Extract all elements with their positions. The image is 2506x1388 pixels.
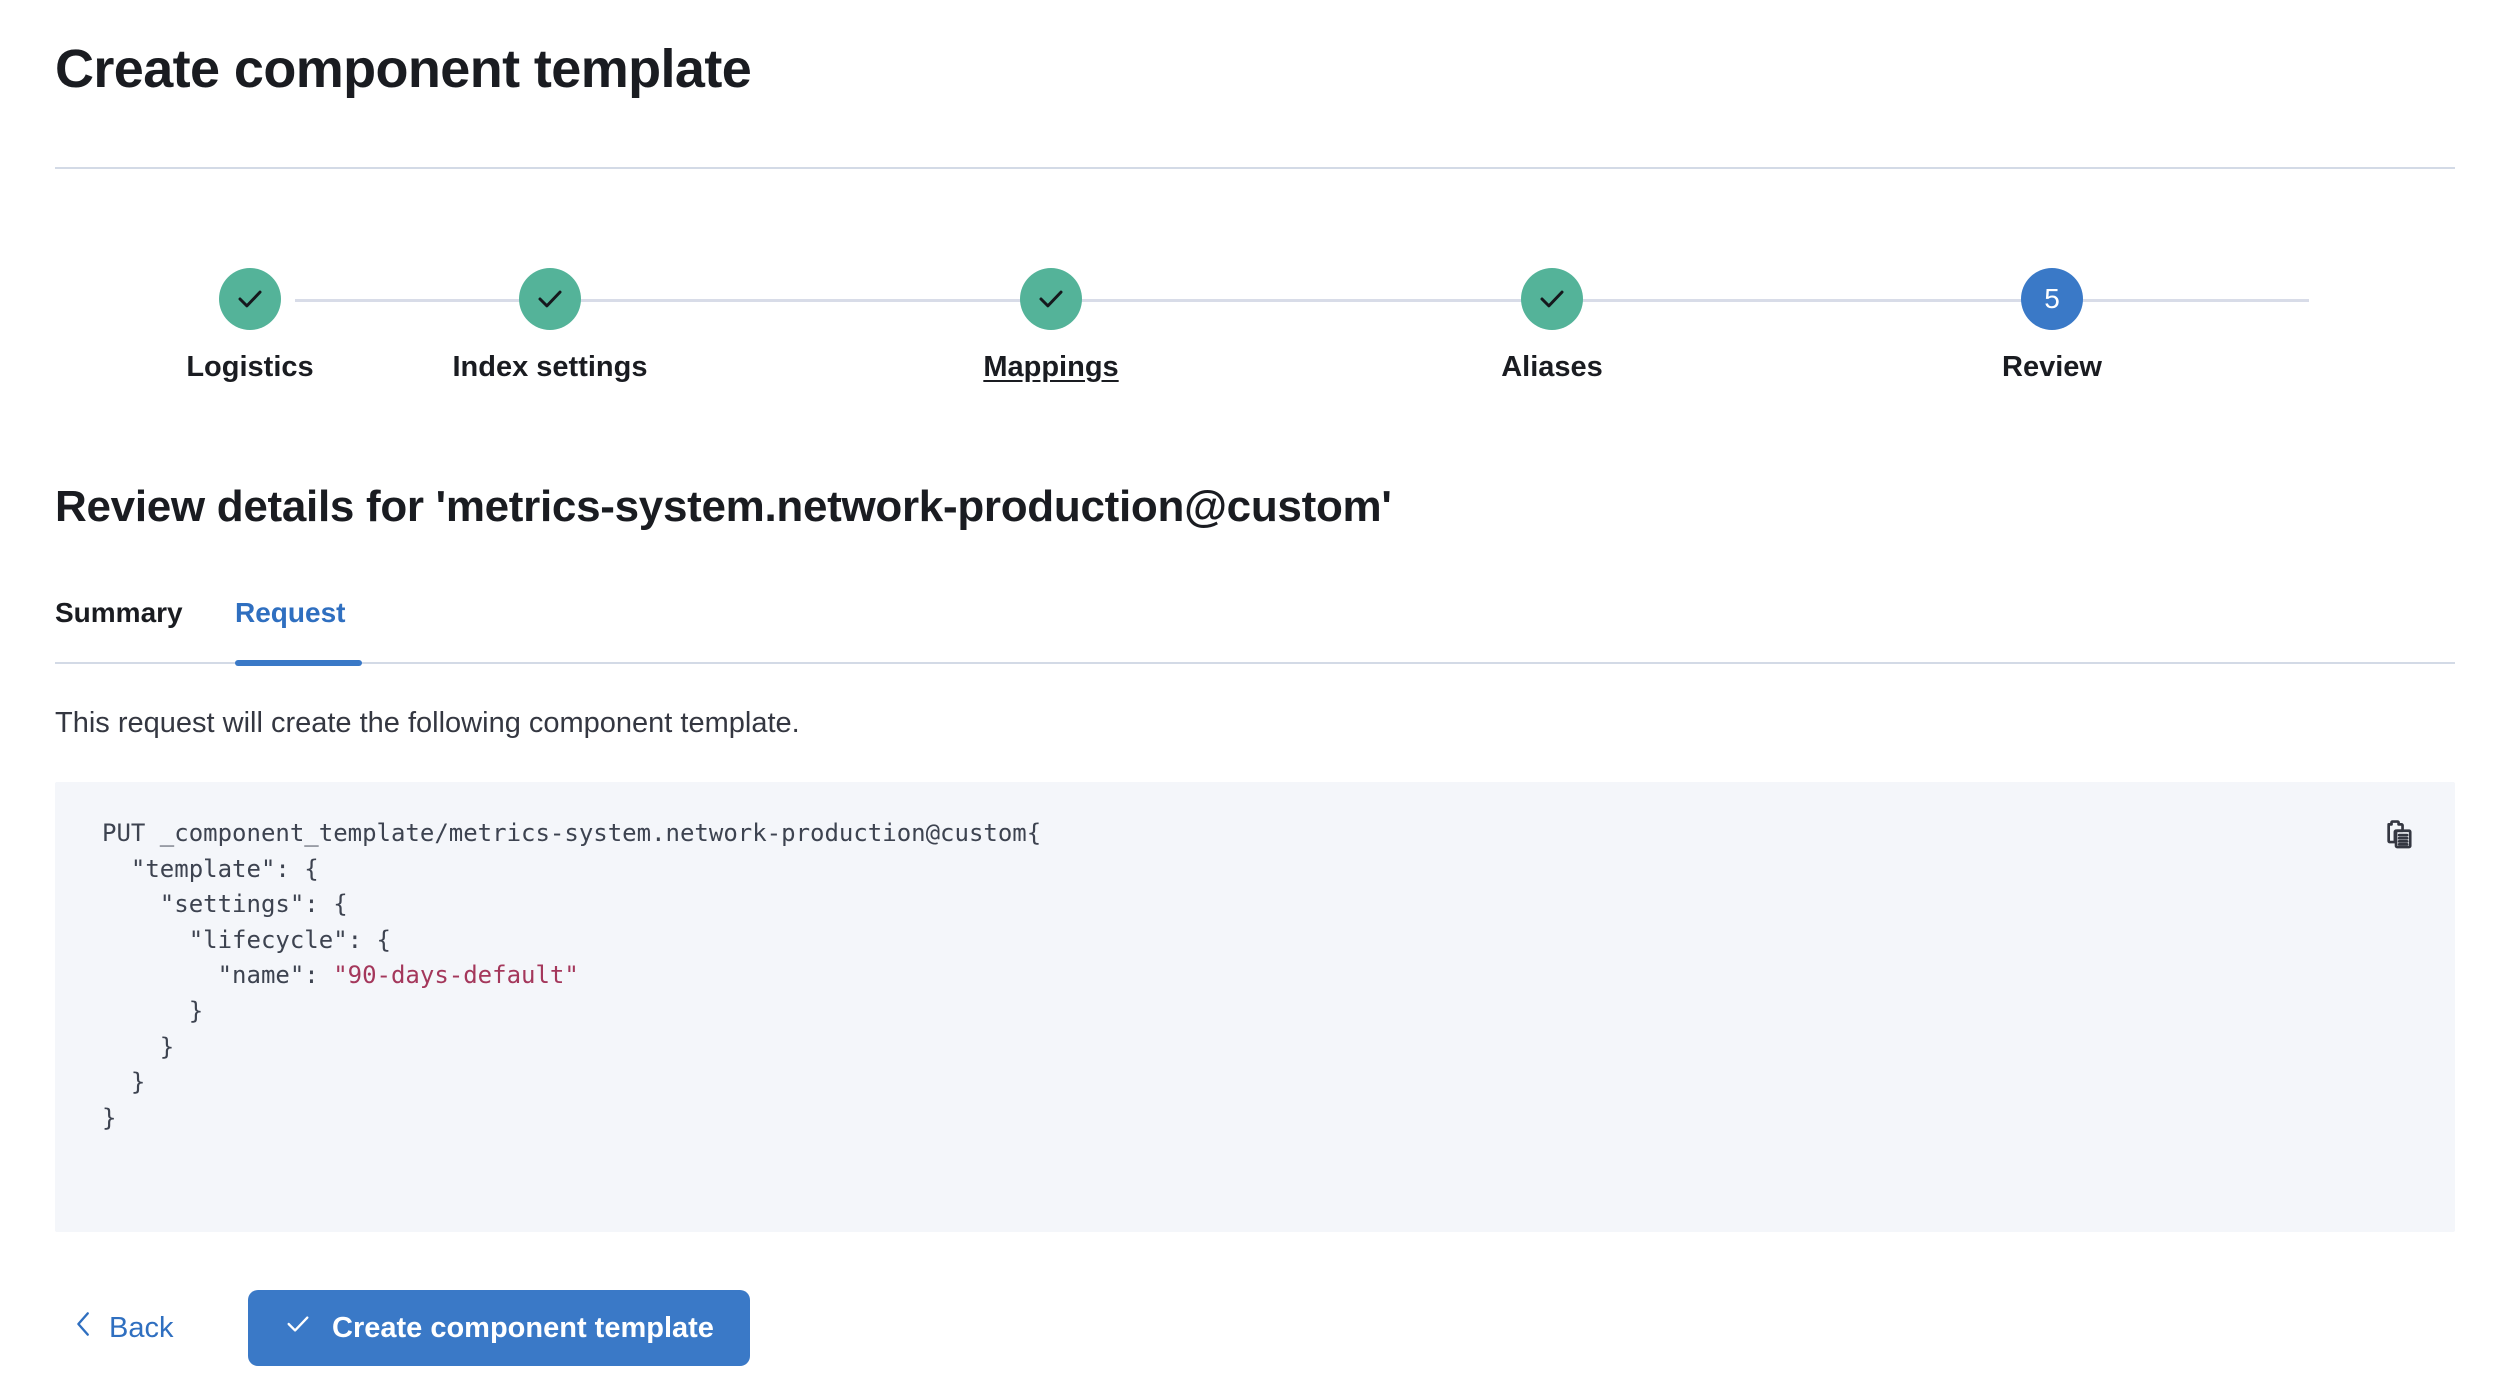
copy-icon: [2383, 818, 2417, 855]
step-label: Review: [2002, 351, 2102, 383]
header-divider: [55, 167, 2455, 169]
check-icon: [1036, 284, 1066, 314]
back-button-label: Back: [109, 1311, 174, 1344]
request-code: PUT _component_template/metrics-system.n…: [102, 816, 1041, 1136]
request-code-panel: PUT _component_template/metrics-system.n…: [55, 782, 2455, 1232]
step-label: Index settings: [452, 351, 648, 383]
step-number: 5: [2044, 283, 2060, 314]
copy-button[interactable]: [2374, 810, 2426, 862]
wizard-footer: Back Create component template: [55, 1290, 2455, 1366]
back-button[interactable]: Back: [73, 1290, 173, 1366]
tabs-bottom-border: [55, 662, 2455, 664]
step-aliases[interactable]: Aliases: [1402, 255, 1702, 384]
step-label: Logistics: [186, 351, 314, 383]
step-status-circle[interactable]: 5: [2021, 268, 2083, 330]
step-review[interactable]: 5 Review: [1902, 255, 2202, 384]
step-status-circle[interactable]: [1521, 268, 1583, 330]
create-component-template-label: Create component template: [332, 1311, 714, 1344]
chevron-left-icon: [73, 1309, 95, 1347]
request-description: This request will create the following c…: [55, 707, 800, 739]
wizard-stepper: Logistics Index settings Mappings: [55, 255, 2455, 385]
page-title: Create component template: [55, 39, 752, 99]
check-icon: [1537, 284, 1567, 314]
step-status-circle[interactable]: [219, 268, 281, 330]
tab-request[interactable]: Request: [235, 592, 345, 664]
step-mappings[interactable]: Mappings: [901, 255, 1201, 384]
lifecycle-name-value: "90-days-default": [333, 961, 579, 990]
step-label: Mappings: [983, 351, 1119, 383]
review-heading: Review details for 'metrics-system.netwo…: [55, 482, 1392, 531]
step-label: Aliases: [1501, 351, 1603, 383]
check-icon: [235, 284, 265, 314]
create-component-template-button[interactable]: Create component template: [248, 1290, 750, 1366]
tab-summary[interactable]: Summary: [55, 592, 183, 664]
check-icon: [284, 1310, 312, 1346]
request-body-before: { "template": { "settings": { "lifecycle…: [130, 819, 1042, 990]
request-body-after: } } } }: [102, 996, 204, 1132]
step-status-circle[interactable]: [519, 268, 581, 330]
step-index-settings[interactable]: Index settings: [400, 255, 700, 384]
step-logistics[interactable]: Logistics: [100, 255, 400, 384]
request-method-line: PUT _component_template/metrics-system.n…: [102, 819, 1027, 847]
check-icon: [535, 284, 565, 314]
step-status-circle[interactable]: [1020, 268, 1082, 330]
review-tabs: Summary Request: [55, 592, 2455, 666]
active-tab-indicator: [235, 660, 362, 666]
